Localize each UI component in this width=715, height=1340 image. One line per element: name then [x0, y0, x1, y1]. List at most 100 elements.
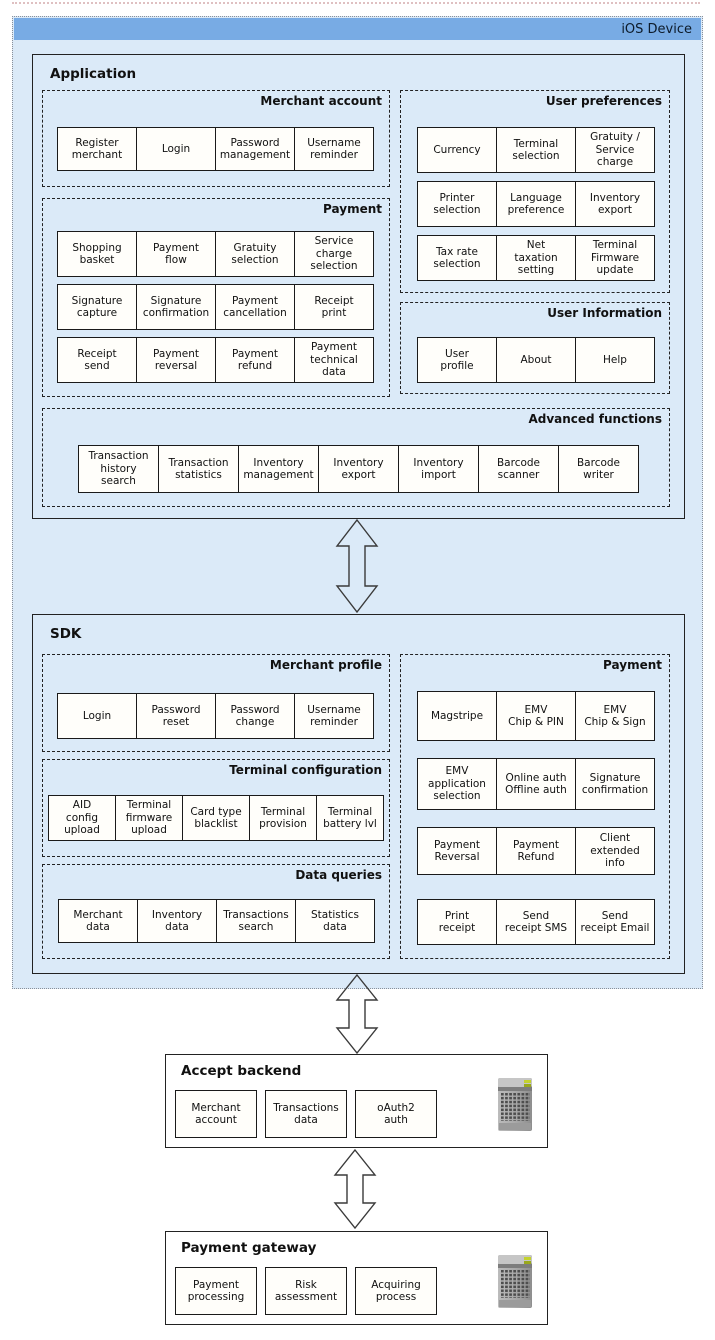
cell: About	[496, 337, 576, 383]
cell: Payment Reversal	[417, 827, 497, 875]
cell: Card type blacklist	[182, 795, 250, 841]
cell: Signature confirmation	[575, 758, 655, 810]
cell: Gratuity / Service charge	[575, 127, 655, 173]
panel-title: SDK	[50, 626, 82, 642]
cell: Payment cancellation	[215, 284, 295, 330]
cell: Barcode writer	[558, 445, 639, 493]
cell: Username reminder	[294, 127, 374, 171]
cell: Inventory export	[575, 181, 655, 227]
cell: Transactions data	[265, 1090, 347, 1138]
group-title: Advanced functions	[528, 412, 662, 426]
group-terminal-configuration: Terminal configuration AID config upload…	[42, 759, 390, 857]
cell: Language preference	[496, 181, 576, 227]
cell: Payment processing	[175, 1267, 257, 1315]
cell: Net taxation setting	[496, 235, 576, 281]
cell: Tax rate selection	[417, 235, 497, 281]
group-advanced-functions: Advanced functions Transaction history s…	[42, 408, 670, 507]
cell: User profile	[417, 337, 497, 383]
cell: Inventory export	[318, 445, 399, 493]
panel-title: Accept backend	[181, 1063, 302, 1079]
server-icon	[498, 1255, 532, 1308]
cell: Payment flow	[136, 231, 216, 277]
cell: Send receipt SMS	[496, 899, 576, 945]
cell: Statistics data	[295, 899, 375, 943]
cell: Register merchant	[57, 127, 137, 171]
cell: Password reset	[136, 693, 216, 739]
cell: oAuth2 auth	[355, 1090, 437, 1138]
cell: Login	[57, 693, 137, 739]
panel-title: Application	[50, 66, 137, 82]
cell: EMV application selection	[417, 758, 497, 810]
group-title: Payment	[323, 202, 382, 216]
cell: Receipt print	[294, 284, 374, 330]
group-title: User Information	[547, 306, 662, 320]
cell: Client extended info	[575, 827, 655, 875]
cell: Service charge selection	[294, 231, 374, 277]
cell: Receipt send	[57, 337, 137, 383]
cell: Send receipt Email	[575, 899, 655, 945]
cell: AID config upload	[48, 795, 116, 841]
group-title: Merchant account	[260, 94, 382, 108]
group-title: Terminal configuration	[229, 763, 382, 777]
cell: Help	[575, 337, 655, 383]
cell: Payment reversal	[136, 337, 216, 383]
cell: Terminal firmware upload	[115, 795, 183, 841]
panel-title: Payment gateway	[181, 1240, 317, 1256]
double-arrow-icon	[335, 974, 379, 1054]
cell: Barcode scanner	[478, 445, 559, 493]
cell: Signature capture	[57, 284, 137, 330]
cell: Printer selection	[417, 181, 497, 227]
cell: Terminal provision	[249, 795, 317, 841]
cell: EMV Chip & Sign	[575, 691, 655, 741]
cell: Password management	[215, 127, 295, 171]
cell: Password change	[215, 693, 295, 739]
cell: Inventory data	[137, 899, 217, 943]
cell: Signature confirmation	[136, 284, 216, 330]
server-icon	[498, 1078, 532, 1131]
ios-device-container: iOS Device Application Merchant account …	[12, 16, 703, 989]
group-title: Payment	[603, 658, 662, 672]
device-label: iOS Device	[621, 21, 692, 37]
cell: Inventory import	[398, 445, 479, 493]
cell: Payment Refund	[496, 827, 576, 875]
cell: Terminal Firmware update	[575, 235, 655, 281]
cell: Online auth Offline auth	[496, 758, 576, 810]
cell: Transaction history search	[78, 445, 159, 493]
cell: Payment refund	[215, 337, 295, 383]
cell: Risk assessment	[265, 1267, 347, 1315]
cell: Magstripe	[417, 691, 497, 741]
cell: Login	[136, 127, 216, 171]
